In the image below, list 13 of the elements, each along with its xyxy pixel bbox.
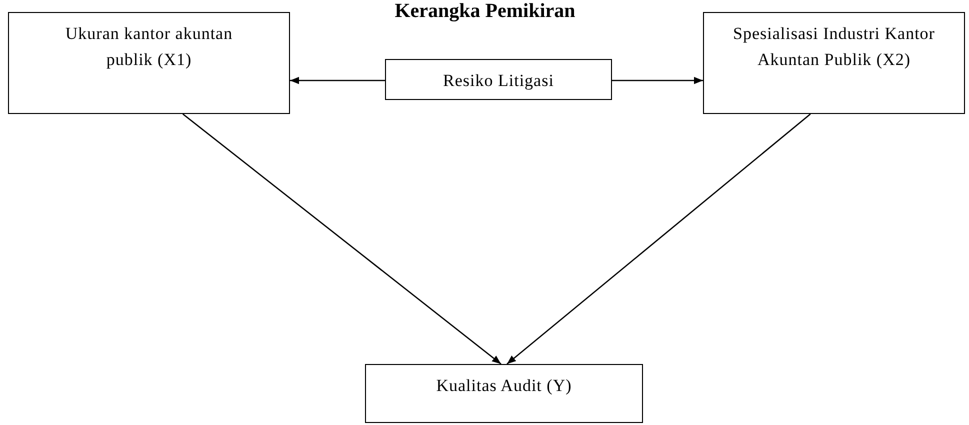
process-box <box>385 59 612 100</box>
box-label: Spesialisasi Industri Kantor Akuntan Publik (X2) <box>732 23 936 71</box>
arrow <box>506 114 811 364</box>
arrow <box>612 76 703 84</box>
diagram-title: Kerangka Pemikiran <box>394 0 576 22</box>
box-label: Resiko Litigasi <box>443 70 554 92</box>
process-box <box>8 12 290 114</box>
box-label: Ukuran kantor akuntan publik (X1) <box>64 23 234 71</box>
arrow <box>182 113 502 365</box>
arrow <box>290 76 385 84</box>
box-label: Kualitas Audit (Y) <box>436 375 572 397</box>
process-box <box>365 364 643 423</box>
process-box <box>703 12 965 114</box>
